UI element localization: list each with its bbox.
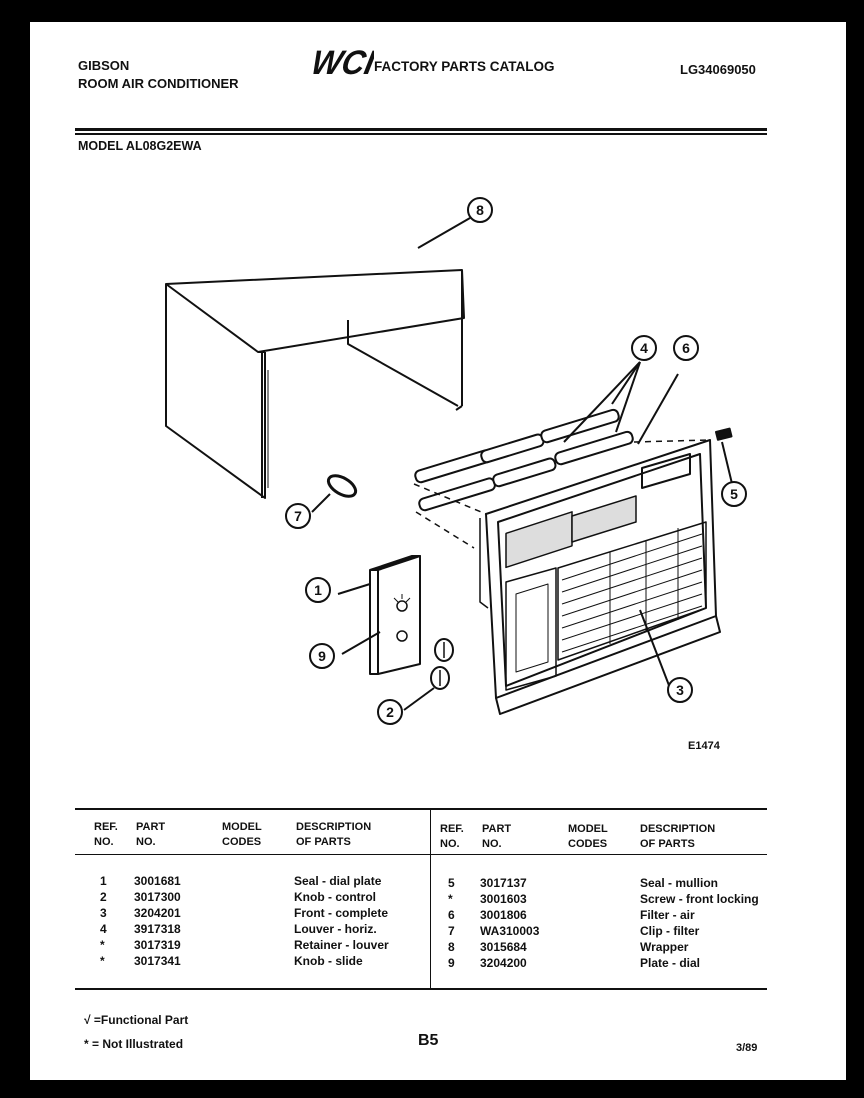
table-header-rule: [75, 854, 767, 855]
table-cell: Seal - mullion: [640, 876, 719, 890]
page-code: B5: [418, 1032, 439, 1049]
dial-plate-part: [369, 555, 421, 675]
svg-text:1: 1: [314, 582, 322, 598]
svg-text:7: 7: [294, 508, 302, 524]
table-cell: 3001806: [480, 908, 527, 922]
callout-7: 7: [285, 503, 311, 529]
table-cell: 3017319: [134, 938, 181, 952]
svg-text:2: 2: [386, 704, 394, 720]
table-cell: 5: [448, 876, 455, 890]
table-cell: Plate - dial: [640, 956, 701, 970]
catalog-date: 3/89: [736, 1042, 758, 1054]
callout-3: 3: [667, 677, 693, 703]
table-cell: Knob - control: [294, 890, 376, 904]
brand-name: GIBSON: [78, 58, 130, 73]
table-divider: [430, 808, 431, 988]
table-cell: 6: [448, 908, 455, 922]
product-name: ROOM AIR CONDITIONER: [78, 76, 239, 91]
functional-part-note: √ =Functional Part: [84, 1013, 189, 1027]
callout-2: 2: [377, 699, 403, 725]
callout-9: 9: [309, 643, 335, 669]
wrapper-part: [165, 269, 465, 499]
control-knobs-part: [430, 638, 454, 690]
header-rule-top: [75, 128, 767, 131]
table-cell: 3001681: [134, 874, 181, 888]
table-cell: Retainer - louver: [294, 938, 389, 952]
callout-4: 4: [631, 335, 657, 361]
svg-text:4: 4: [640, 340, 648, 356]
table-cell: Screw - front locking: [640, 892, 759, 906]
table-cell: Filter - air: [640, 908, 695, 922]
right-desc-column: Seal - mullion Screw - front locking Fil…: [640, 875, 759, 971]
left-part-column: 3001681 3017300 3204201 3917318 3017319 …: [134, 873, 181, 969]
table-bottom-rule: [75, 988, 767, 990]
callout-5: 5: [721, 481, 747, 507]
table-cell: 9: [448, 956, 455, 970]
table-cell: *: [100, 954, 105, 968]
wci-logo: WCI: [308, 44, 379, 82]
callout-8: 8: [467, 197, 493, 223]
svg-text:8: 8: [476, 202, 484, 218]
table-cell: Wrapper: [640, 940, 689, 954]
right-header-ref: REF.NO.: [440, 823, 464, 850]
table-cell: 3017300: [134, 890, 181, 904]
table-cell: *: [100, 938, 105, 952]
left-ref-column: 1 2 3 4 * *: [100, 873, 107, 969]
table-cell: *: [448, 892, 453, 906]
not-illustrated-note: * = Not Illustrated: [84, 1037, 184, 1051]
table-cell: 7: [448, 924, 455, 938]
svg-text:9: 9: [318, 648, 326, 664]
clip-filter-part: [326, 474, 358, 498]
callout-6: 6: [673, 335, 699, 361]
table-cell: Clip - filter: [640, 924, 700, 938]
svg-text:6: 6: [682, 340, 690, 356]
catalog-page: GIBSON ROOM AIR CONDITIONER WCI FACTORY …: [30, 22, 846, 1080]
front-panel-part: [479, 439, 721, 715]
left-header-ref: REF.NO.: [94, 821, 118, 848]
left-desc-column: Seal - dial plate Knob - control Front -…: [294, 873, 389, 969]
table-cell: 3017341: [134, 954, 181, 968]
svg-text:5: 5: [730, 486, 738, 502]
table-cell: 3204200: [480, 956, 527, 970]
catalog-title: FACTORY PARTS CATALOG: [374, 59, 555, 74]
table-cell: 3204201: [134, 906, 181, 920]
right-ref-column: 5 * 6 7 8 9: [448, 875, 455, 971]
callout-1: 1: [305, 577, 331, 603]
table-cell: 3917318: [134, 922, 181, 936]
right-part-column: 3017137 3001603 3001806 WA310003 3015684…: [480, 875, 539, 971]
table-cell: Knob - slide: [294, 954, 363, 968]
table-cell: 4: [100, 922, 107, 936]
table-cell: 3017137: [480, 876, 527, 890]
seal-mullion-part: [715, 427, 733, 441]
table-cell: Louver - horiz.: [294, 922, 377, 936]
table-cell: 3: [100, 906, 107, 920]
header-rule-bottom: [75, 133, 767, 135]
louver-parts: [414, 408, 634, 512]
table-top-rule: [75, 808, 767, 810]
figure-id: E1474: [688, 740, 721, 752]
table-cell: 2: [100, 890, 107, 904]
table-cell: Seal - dial plate: [294, 874, 382, 888]
table-cell: WA310003: [480, 924, 540, 938]
table-cell: 8: [448, 940, 455, 954]
logo-text: WCI: [308, 44, 374, 80]
table-cell: 1: [100, 874, 107, 888]
table-cell: 3001603: [480, 892, 527, 906]
table-cell: Front - complete: [294, 906, 389, 920]
exploded-parts-diagram: 8 4 6 5 7 1 9 2 3 E1474: [165, 197, 747, 752]
svg-text:3: 3: [676, 682, 684, 698]
table-cell: 3015684: [480, 940, 527, 954]
model-number: MODEL AL08G2EWA: [78, 139, 202, 153]
catalog-code: LG34069050: [680, 62, 756, 77]
